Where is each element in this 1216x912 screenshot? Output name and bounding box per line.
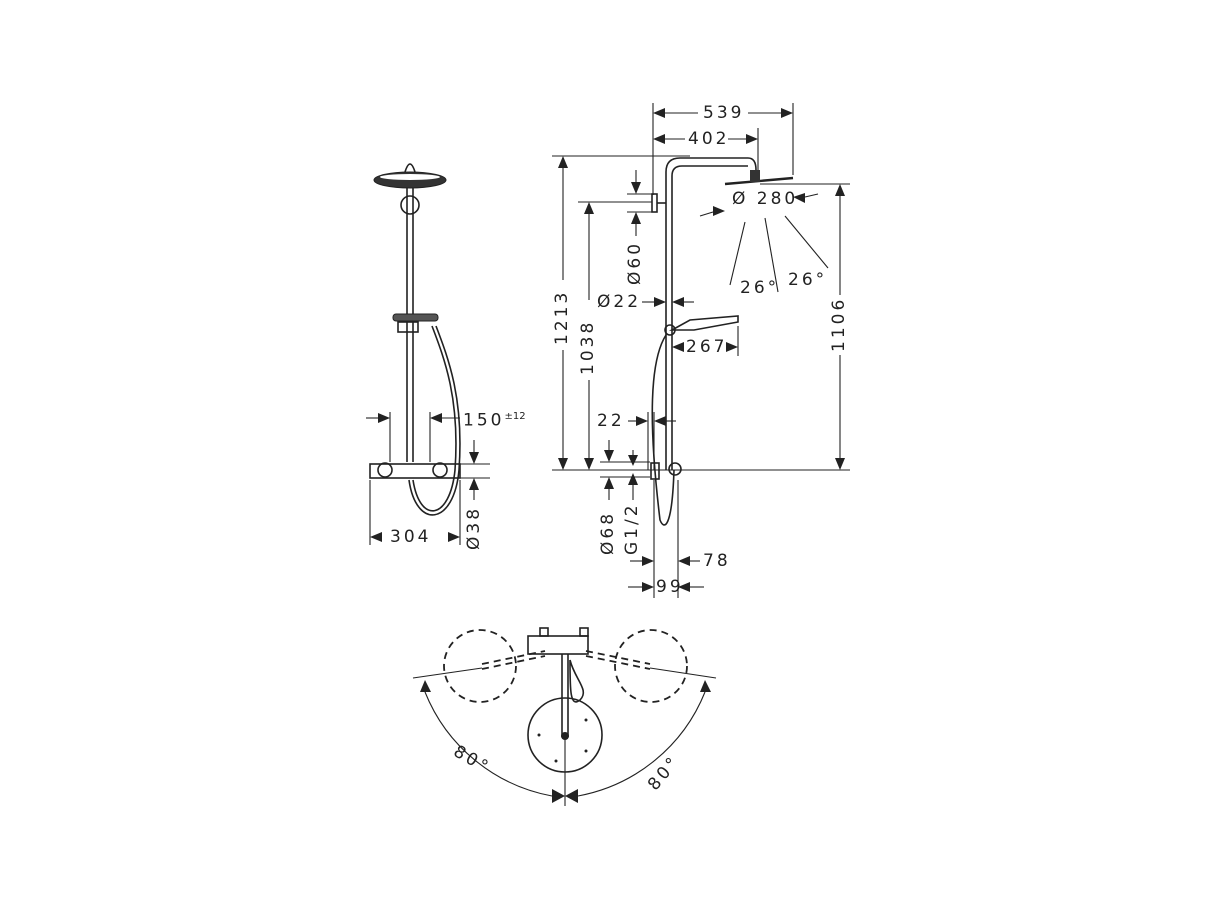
mixer-diameter-label: Ø38 bbox=[464, 505, 484, 550]
spray-angle-left-label: 26° bbox=[740, 278, 780, 298]
mixer-projection-label: 99 bbox=[656, 577, 684, 597]
mixer-body-diameter-label: Ø68 bbox=[598, 510, 618, 555]
valve-spacing-label: 150±12 bbox=[463, 410, 526, 431]
connection-thread-label: G1/2 bbox=[622, 502, 642, 555]
wall-offset-label: 22 bbox=[597, 411, 625, 431]
head-height-label: 1106 bbox=[829, 296, 849, 352]
mixer-width-label: 304 bbox=[390, 527, 432, 547]
overall-depth-label: 539 bbox=[703, 103, 745, 123]
bracket-diameter-label: Ø60 bbox=[625, 240, 645, 285]
total-height-label: 1213 bbox=[552, 289, 572, 345]
spray-angle-right-label: 26° bbox=[788, 270, 828, 290]
head-diameter-label: Ø 280 bbox=[732, 189, 799, 209]
side-view bbox=[552, 103, 850, 598]
front-view bbox=[366, 163, 490, 545]
bracket-height-label: 1038 bbox=[578, 319, 598, 375]
pipe-diameter-label: Ø22 bbox=[597, 292, 642, 312]
top-view bbox=[412, 627, 717, 806]
arm-reach-label: 402 bbox=[688, 129, 730, 149]
mixer-depth-label: 78 bbox=[703, 551, 731, 571]
hand-shower-length-label: 267 bbox=[686, 337, 728, 357]
